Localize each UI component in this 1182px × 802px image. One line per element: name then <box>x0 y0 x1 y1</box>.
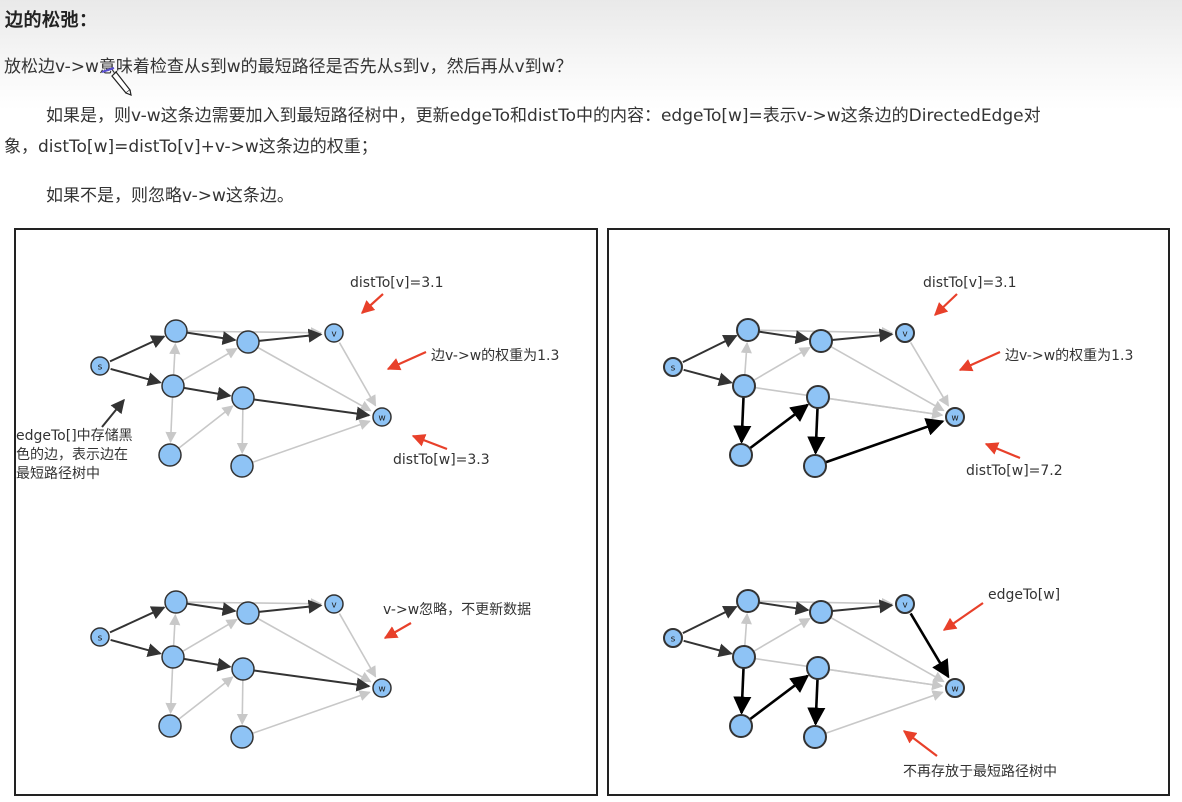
paragraph-if-no: 如果不是，则忽略v->w这条边。 <box>46 186 294 206</box>
paragraph-relax-definition: 放松边v->w意味着检查从s到w的最短路径是否先从s到v，然后再从v到w？ <box>4 57 573 77</box>
header-shade <box>0 0 1182 110</box>
section-heading: 边的松弛： <box>5 10 98 31</box>
pencil-cursor-icon <box>101 67 132 96</box>
panel-right <box>607 228 1170 796</box>
paragraph-if-yes-line1: 如果是，则v-w这条边需要加入到最短路径树中，更新edgeTo和distTo中的… <box>46 106 1041 126</box>
panel-left <box>14 228 598 796</box>
paragraph-if-yes-line2: 象，distTo[w]=distTo[v]+v->w这条边的权重； <box>4 137 378 157</box>
